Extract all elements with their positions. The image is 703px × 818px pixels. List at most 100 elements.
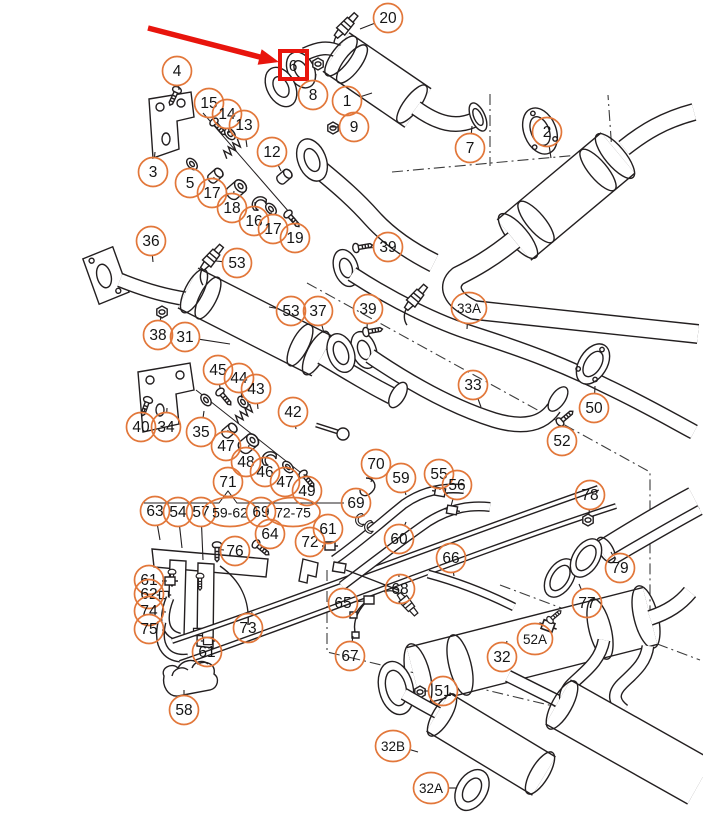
callout-circle[interactable] xyxy=(578,392,610,424)
callout-circle[interactable] xyxy=(162,496,194,528)
callout-50[interactable]: 50 xyxy=(578,385,610,424)
callout-36[interactable]: 36 xyxy=(135,225,167,263)
callout-69[interactable]: 69 xyxy=(340,487,372,519)
callout-7[interactable]: 7 xyxy=(454,125,486,164)
callout-circle[interactable] xyxy=(238,205,270,237)
callout-37[interactable]: 37 xyxy=(302,295,334,334)
callout-circle[interactable] xyxy=(254,518,286,550)
callout-circle[interactable] xyxy=(412,771,450,805)
callout-circle[interactable] xyxy=(385,462,417,494)
callout-circle[interactable] xyxy=(193,87,225,119)
callout-38[interactable]: 38 xyxy=(142,315,174,351)
callout-72[interactable]: 72 xyxy=(294,526,326,558)
callout-circle[interactable] xyxy=(202,496,258,528)
callout-circle[interactable] xyxy=(256,136,288,168)
callout-66[interactable]: 66 xyxy=(435,542,467,577)
callout-circle[interactable] xyxy=(196,177,228,209)
callout-54[interactable]: 54 xyxy=(162,496,194,549)
callout-12[interactable]: 12 xyxy=(256,136,288,172)
callout-circle[interactable] xyxy=(150,411,182,443)
callout-circle[interactable] xyxy=(338,111,370,143)
callout-circle[interactable] xyxy=(257,213,289,245)
callout-48[interactable]: 48 xyxy=(230,444,262,478)
callout-circle[interactable] xyxy=(486,641,518,673)
callout-circle[interactable] xyxy=(372,231,404,263)
callout-71[interactable]: 71 xyxy=(212,466,244,498)
callout-circle[interactable] xyxy=(340,487,372,519)
callout-73[interactable]: 73 xyxy=(232,611,264,644)
callout-47[interactable]: 47 xyxy=(269,465,301,498)
callout-circle[interactable] xyxy=(221,247,253,279)
callout-52[interactable]: 52 xyxy=(546,424,578,457)
callout-circle[interactable] xyxy=(516,622,554,656)
callout-32B[interactable]: 32B xyxy=(374,729,419,763)
callout-circle[interactable] xyxy=(249,456,281,488)
callout-17[interactable]: 17 xyxy=(196,176,228,209)
callout-circle[interactable] xyxy=(212,466,244,498)
callout-circle[interactable] xyxy=(372,2,404,34)
callout-circle[interactable] xyxy=(435,542,467,574)
callout-circle[interactable] xyxy=(137,156,169,188)
callout-circle[interactable] xyxy=(291,475,323,507)
callout-4[interactable]: 4 xyxy=(161,55,193,91)
callout-circle[interactable] xyxy=(334,640,366,672)
callout-circle[interactable] xyxy=(454,132,486,164)
callout-circle[interactable] xyxy=(228,109,260,141)
callout-circle[interactable] xyxy=(219,535,251,567)
callout-59-62[interactable]: 59-62 xyxy=(202,496,258,528)
callout-circle[interactable] xyxy=(383,523,415,555)
callout-circle[interactable] xyxy=(312,513,344,545)
callout-circle[interactable] xyxy=(294,526,326,558)
callout-circle[interactable] xyxy=(269,466,301,498)
callout-69[interactable]: 69 xyxy=(245,496,277,528)
callout-35[interactable]: 35 xyxy=(185,410,217,448)
callout-circle[interactable] xyxy=(168,694,200,726)
callout-65[interactable]: 65 xyxy=(327,587,365,619)
callout-17[interactable]: 17 xyxy=(257,211,289,245)
callout-6[interactable]: 6 xyxy=(289,58,298,75)
callout-67[interactable]: 67 xyxy=(334,635,366,672)
callout-circle[interactable] xyxy=(245,496,277,528)
callout-20[interactable]: 20 xyxy=(359,2,404,34)
callout-31[interactable]: 31 xyxy=(169,321,231,353)
callout-circle[interactable] xyxy=(169,321,201,353)
callout-70[interactable]: 70 xyxy=(360,448,392,483)
callout-circle[interactable] xyxy=(211,98,243,130)
callout-circle[interactable] xyxy=(457,369,489,401)
callout-circle[interactable] xyxy=(277,396,309,428)
callout-56[interactable]: 56 xyxy=(441,469,473,507)
callout-circle[interactable] xyxy=(133,595,165,627)
callout-circle[interactable] xyxy=(275,295,307,327)
callout-circle[interactable] xyxy=(546,425,578,457)
callout-circle[interactable] xyxy=(185,416,217,448)
callout-49[interactable]: 49 xyxy=(291,473,323,507)
callout-78[interactable]: 78 xyxy=(574,479,606,516)
callout-circle[interactable] xyxy=(450,291,488,325)
callout-13[interactable]: 13 xyxy=(228,109,260,148)
callout-60[interactable]: 60 xyxy=(383,521,415,555)
callout-circle[interactable] xyxy=(133,613,165,645)
callout-57[interactable]: 57 xyxy=(185,496,217,561)
callout-circle[interactable] xyxy=(327,587,359,619)
callout-46[interactable]: 46 xyxy=(249,455,281,488)
callout-circle[interactable] xyxy=(279,222,311,254)
callout-circle[interactable] xyxy=(210,430,242,462)
callout-76[interactable]: 76 xyxy=(219,535,251,567)
callout-53[interactable]: 53 xyxy=(215,247,253,279)
callout-1[interactable]: 1 xyxy=(331,85,373,117)
callout-circle[interactable] xyxy=(135,225,167,257)
callout-61[interactable]: 61 xyxy=(312,513,344,545)
callout-34[interactable]: 34 xyxy=(150,407,182,443)
callout-62[interactable]: 62 xyxy=(133,578,165,610)
callout-40[interactable]: 40 xyxy=(125,407,157,443)
callout-circle[interactable] xyxy=(232,612,264,644)
callout-circle[interactable] xyxy=(352,293,384,325)
callout-43[interactable]: 43 xyxy=(240,373,272,410)
callout-77[interactable]: 77 xyxy=(571,583,603,619)
callout-61[interactable]: 61 xyxy=(133,564,168,596)
callout-42[interactable]: 42 xyxy=(277,396,309,430)
callout-47[interactable]: 47 xyxy=(210,429,242,462)
callout-45[interactable]: 45 xyxy=(202,354,234,389)
callout-circle[interactable] xyxy=(191,636,223,668)
callout-circle[interactable] xyxy=(531,116,563,148)
